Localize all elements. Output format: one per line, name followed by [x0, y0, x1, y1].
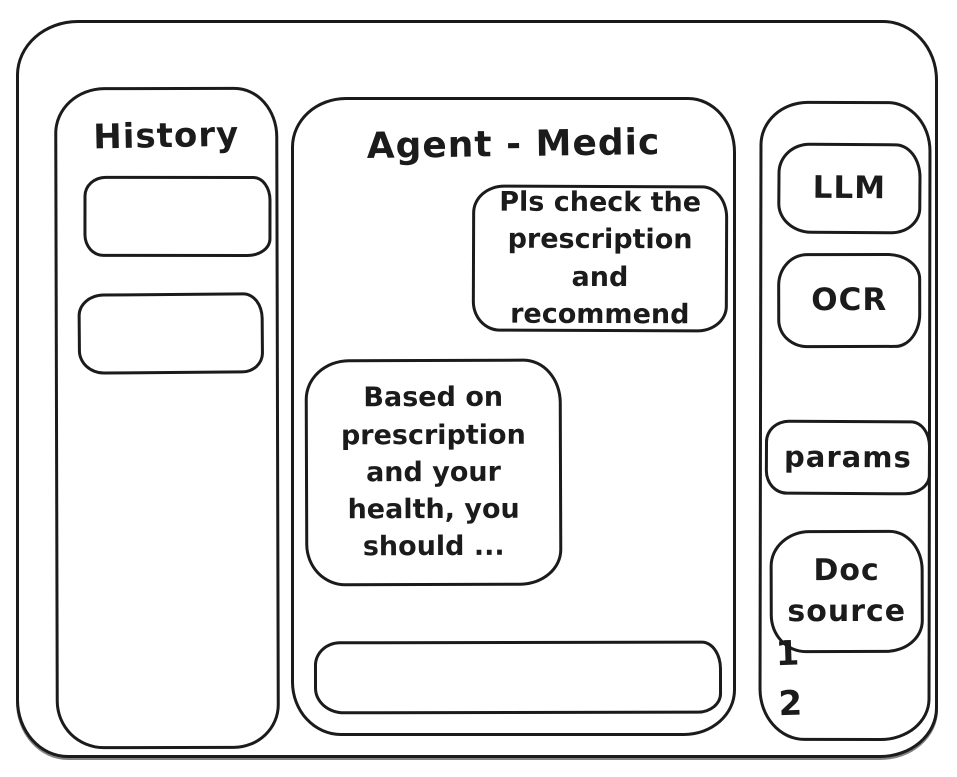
user-message-text: Pls check the prescription and recommend [499, 186, 702, 331]
doc-source-list-item[interactable]: 1 [774, 633, 800, 675]
assistant-message-text: Based on prescription and your health, y… [340, 382, 526, 563]
tools-sidebar: LLM OCR params Doc source 1 2 [758, 100, 932, 742]
llm-button[interactable]: LLM [777, 142, 922, 235]
history-item[interactable] [83, 175, 272, 258]
doc-source-list-item[interactable]: 2 [777, 683, 803, 725]
params-button[interactable]: params [764, 419, 932, 496]
history-title: History [92, 114, 240, 158]
chat-panel: Agent - Medic Pls check the prescription… [291, 97, 736, 736]
user-message-bubble: Pls check the prescription and recommend [471, 184, 729, 333]
history-item[interactable] [77, 292, 265, 375]
app-window-frame: History Agent - Medic Pls check the pres… [16, 20, 938, 758]
ocr-button[interactable]: OCR [777, 252, 922, 349]
chat-message-input[interactable] [313, 640, 723, 715]
history-sidebar: History [54, 86, 280, 750]
assistant-message-bubble: Based on prescription and your health, y… [304, 358, 563, 587]
chat-title: Agent - Medic [366, 121, 661, 168]
